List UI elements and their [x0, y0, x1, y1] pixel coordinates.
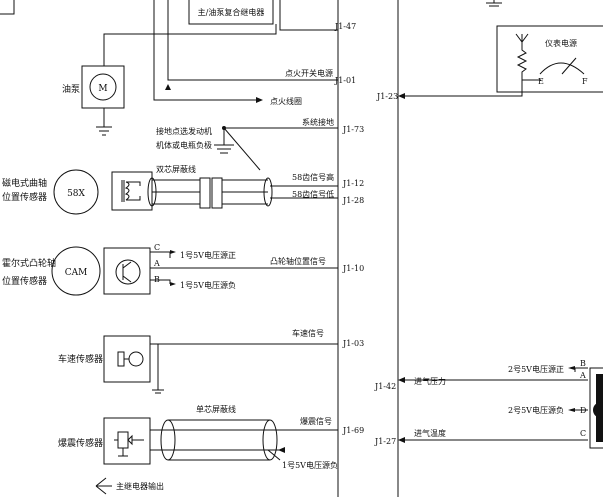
pin-j1-73: J1-73 [342, 125, 364, 134]
pin-j1-10: J1-10 [342, 264, 364, 273]
ground-note-1: 接地点选发动机 [156, 126, 212, 136]
speed-sensor-label: 车速传感器 [58, 353, 103, 365]
fuel-pump-label: 油泵 [62, 83, 80, 95]
pin-j1-42: J1-42 [374, 382, 396, 391]
v5-2-neg-label: 2号5V电压源负 [508, 405, 564, 415]
cam-signal-label: 凸轮轴位置信号 [270, 256, 326, 266]
knock-sensor-label: 爆震传感器 [58, 437, 103, 449]
signal-58x-low-label: 58齿信号低 [292, 189, 334, 199]
cam-pin-b: B [154, 275, 160, 284]
corner-box [0, 0, 15, 15]
pin-j1-03: J1-03 [342, 339, 364, 348]
map-pressure-label: 进气压力 [414, 376, 446, 386]
pin-j1-23: J1-23 [376, 92, 398, 101]
wire-fuel-pump-feed [103, 24, 277, 40]
pin-j1-69: J1-69 [342, 426, 364, 435]
cam-sensor: CAM [51, 246, 338, 296]
pin-j1-12: J1-12 [342, 179, 364, 188]
main-relay-output-label: 主继电器输出 [116, 481, 164, 491]
signal-58x-high-label: 58齿信号高 [292, 172, 334, 182]
crank-sensor-label-1: 磁电式曲轴 [2, 177, 47, 189]
cam-sensor-code: CAM [65, 268, 88, 278]
pin-c-label: C [580, 429, 586, 438]
pin-j1-28: J1-28 [342, 196, 364, 205]
ignition-coil-arrow [256, 97, 263, 103]
intake-temp-label: 进气温度 [414, 428, 446, 438]
pin-j1-47: J1-47 [334, 22, 356, 31]
fuel-pump: M [81, 40, 125, 136]
top-ground-symbol [486, 0, 502, 7]
v5-2-pos-label: 2号5V电压源正 [508, 364, 564, 374]
pin-b-label: B [580, 359, 586, 368]
crank-sensor-label-2: 位置传感器 [2, 191, 47, 203]
ignition-power-arrow [165, 84, 171, 90]
ground-note-2: 机体或电瓶负极 [156, 140, 212, 150]
instrument-cluster [398, 25, 603, 99]
twin-shield-cable [147, 177, 338, 209]
v5-1-neg-label: 1号5V电压源负 [180, 280, 236, 290]
knock-sensor [103, 417, 151, 465]
pin-j1-27: J1-27 [374, 437, 396, 446]
gauge-f: F [582, 77, 588, 86]
crank-sensor: 58X [53, 169, 153, 215]
twin-shield-label: 双芯屏蔽线 [156, 164, 196, 174]
cam-sensor-label-1: 霍尔式凸轮轴 [2, 257, 56, 269]
relay-box: 主/油泵复合继电器 [188, 0, 274, 25]
cam-sensor-label-2: 位置传感器 [2, 275, 47, 287]
cam-pin-a: A [153, 259, 160, 268]
wire-j1-47 [279, 0, 338, 31]
pin-j1-01: J1-01 [334, 76, 356, 85]
speed-sensor [103, 335, 338, 394]
ignition-coil-label: 点火线圈 [270, 96, 302, 106]
crank-sensor-code: 58X [67, 189, 85, 199]
knock-signal-label: 爆震信号 [300, 416, 332, 426]
pin-a-label: A [579, 371, 586, 380]
gauge-e: E [538, 77, 544, 86]
single-shield-label: 单芯屏蔽线 [196, 404, 236, 414]
v5-1-pos-label: 1号5V电压源正 [180, 250, 236, 260]
cam-pin-c: C [154, 243, 160, 252]
knock-v5-neg-label: 1号5V电压源负 [282, 460, 338, 470]
main-relay-output-arrow [95, 477, 112, 495]
speed-signal-label: 车速信号 [292, 328, 324, 338]
relay-label: 主/油泵复合继电器 [198, 7, 265, 17]
ignition-power-label: 点火开关电源 [285, 68, 333, 78]
wire-ignition-coil [153, 0, 256, 101]
single-shield-cable [150, 419, 338, 461]
instrument-power-label: 仪表电源 [545, 38, 577, 48]
pin-d-label: D [580, 406, 586, 415]
motor-label: M [98, 84, 107, 94]
system-ground-label: 系统接地 [302, 117, 334, 127]
wire-j1-01 [167, 0, 338, 81]
map-sensor [398, 366, 603, 449]
system-ground [214, 126, 338, 171]
